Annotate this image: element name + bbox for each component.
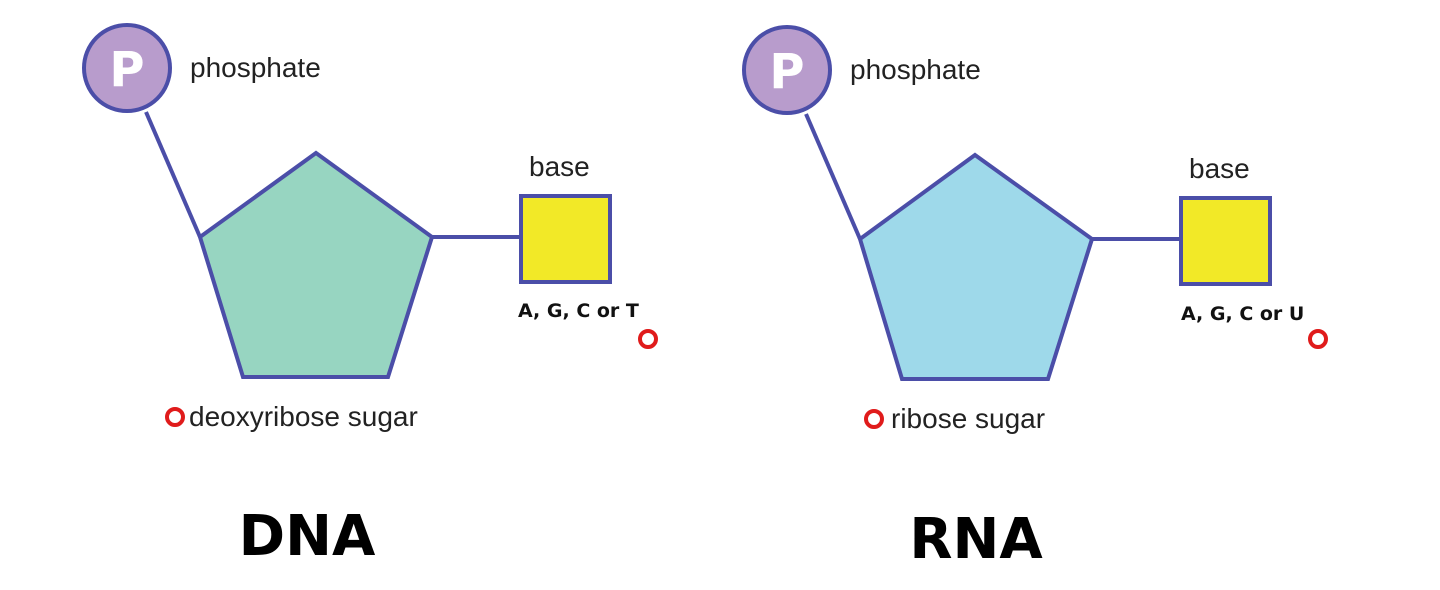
dna-base-square xyxy=(519,194,612,284)
dna-base-label: base xyxy=(529,151,590,182)
rna-nucleotide: P phosphate base A, G, C or U ribose sug… xyxy=(742,25,1328,572)
rna-base-label: base xyxy=(1189,153,1250,184)
dna-sugar-label: deoxyribose sugar xyxy=(189,401,418,432)
dna-title: DNA xyxy=(239,504,376,569)
rna-sugar-pentagon xyxy=(857,152,1095,381)
rna-bases-text: A, G, C or U xyxy=(1181,303,1304,325)
dna-sugar-pentagon xyxy=(197,150,435,379)
dna-bases-text: A, G, C or T xyxy=(518,300,639,322)
rna-base-square xyxy=(1179,196,1272,286)
rna-sugar-marker xyxy=(864,409,884,429)
dna-phosphate-bond xyxy=(144,111,202,238)
dna-phosphate-label: phosphate xyxy=(190,52,321,83)
rna-phosphate-bond xyxy=(804,113,862,240)
rna-phosphate-letter: P xyxy=(769,44,804,100)
rna-phosphate-label: phosphate xyxy=(850,54,981,85)
rna-phosphate-circle xyxy=(742,25,832,115)
dna-phosphate-circle xyxy=(82,23,172,113)
rna-base-marker xyxy=(1308,329,1328,349)
dna-base-marker xyxy=(638,329,658,349)
dna-phosphate-letter: P xyxy=(109,42,144,98)
dna-nucleotide: P phosphate base A, G, C or T deoxyribos… xyxy=(82,23,658,569)
dna-sugar-marker xyxy=(165,407,185,427)
rna-sugar-label: ribose sugar xyxy=(891,403,1045,434)
rna-title: RNA xyxy=(909,507,1043,572)
